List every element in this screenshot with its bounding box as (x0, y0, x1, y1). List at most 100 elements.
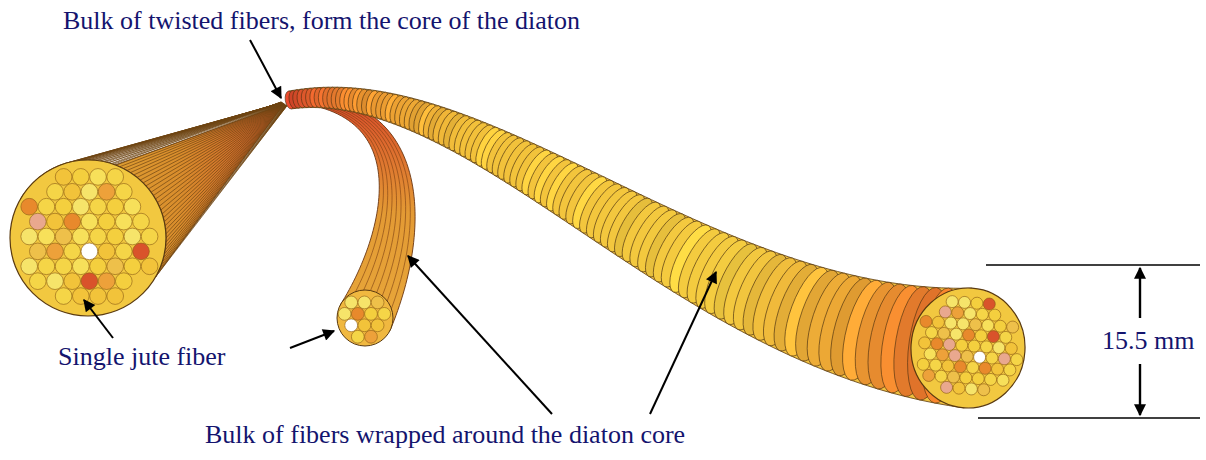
jute-fiber (21, 258, 38, 275)
fiber-line (137, 104, 284, 177)
fiber-line (165, 105, 286, 226)
jute-fiber (98, 243, 115, 260)
jute-fiber (953, 382, 966, 395)
jute-fiber (64, 213, 81, 230)
jute-fiber (962, 329, 975, 342)
jute-fiber (81, 243, 98, 260)
jute-fiber (345, 296, 358, 309)
jute-fiber (946, 295, 959, 308)
jute-fiber (98, 273, 115, 290)
jute-fiber (998, 352, 1011, 365)
leader-arrow (290, 331, 334, 348)
extension-line (986, 264, 1200, 266)
fiber-line (162, 105, 285, 214)
fiber-line (140, 104, 284, 180)
jute-fiber (938, 327, 951, 340)
jute-fiber (29, 243, 46, 260)
fiber-line (159, 105, 285, 207)
jute-fiber (107, 288, 124, 305)
jute-fiber (81, 183, 98, 200)
jute-fiber (979, 362, 992, 375)
jute-fiber (64, 273, 81, 290)
jute-fiber (345, 319, 358, 332)
jute-fiber (992, 341, 1005, 354)
jute-fiber (976, 308, 989, 321)
jute-fiber (338, 307, 351, 320)
fiber-line (163, 105, 285, 218)
fiber-line (166, 105, 286, 242)
fiber-line (134, 104, 284, 175)
jute-fiber (959, 371, 972, 384)
strand-fiber-line (305, 98, 405, 324)
jute-fiber (72, 258, 89, 275)
jute-fiber (966, 361, 979, 374)
jute-fiber (365, 307, 378, 320)
jute-fiber (948, 349, 961, 362)
jute-fiber (29, 273, 46, 290)
jute-fiber (98, 213, 115, 230)
jute-fiber (107, 258, 124, 275)
fiber-line (151, 104, 285, 192)
jute-fiber (922, 369, 935, 382)
jute-fiber (958, 296, 971, 309)
jute-fiber (124, 198, 141, 215)
jute-fiber (55, 288, 72, 305)
jute-fiber (351, 330, 364, 343)
fiber-line (156, 106, 287, 277)
jute-fiber (90, 169, 107, 186)
diaton-cross-section (907, 284, 1029, 411)
strand-fiber-line (305, 101, 392, 315)
jute-fiber (90, 258, 107, 275)
fiber-cross-sections (10, 160, 1029, 412)
dimension-label: 15.5 mm (1102, 326, 1194, 356)
jute-fiber (21, 228, 38, 245)
fiber-line (146, 104, 285, 185)
jute-fiber (954, 360, 967, 373)
jute-fiber (47, 213, 64, 230)
jute-fiber (940, 381, 953, 394)
jute-fiber (115, 243, 132, 260)
jute-fiber (929, 359, 942, 372)
dimension-marker (978, 265, 1200, 418)
jute-fiber (964, 307, 977, 320)
leader-arrow (650, 272, 716, 414)
core-cross-section (10, 160, 166, 316)
strand-fiber-line (305, 102, 388, 312)
jute-fiber (141, 228, 158, 245)
jute-fiber (942, 360, 955, 373)
jute-fiber (358, 296, 371, 309)
jute-fiber (81, 213, 98, 230)
fiber-bundle (21, 169, 158, 305)
fiber-bundle (915, 294, 1026, 399)
jute-fiber (961, 350, 974, 363)
jute-fiber (972, 372, 985, 385)
jute-fiber (21, 198, 38, 215)
jute-fiber (365, 330, 378, 343)
jute-fiber (72, 198, 89, 215)
wrap-label: Bulk of fibers wrapped around the diaton… (205, 420, 685, 450)
jute-fiber (107, 198, 124, 215)
jute-fiber (982, 319, 995, 332)
jute-fiber (977, 383, 990, 396)
jute-fiber (931, 337, 944, 350)
jute-fiber (38, 258, 55, 275)
jute-fiber (38, 198, 55, 215)
jute-fiber (975, 329, 988, 342)
jute-fiber (924, 348, 937, 361)
jute-fiber (55, 169, 72, 186)
leader-arrow (250, 40, 281, 98)
fiber-line (92, 103, 283, 160)
strand-fiber-line (305, 99, 401, 321)
jute-fiber (988, 309, 1001, 322)
jute-fiber (47, 183, 64, 200)
jute-fiber (47, 243, 64, 260)
jute-fiber (124, 228, 141, 245)
jute-fiber (932, 316, 945, 329)
fiber-line (166, 105, 286, 238)
body-outline (289, 87, 972, 408)
jute-fiber (107, 228, 124, 245)
jute-fiber (55, 198, 72, 215)
jute-fiber (1006, 321, 1019, 334)
jute-fiber (973, 351, 986, 364)
